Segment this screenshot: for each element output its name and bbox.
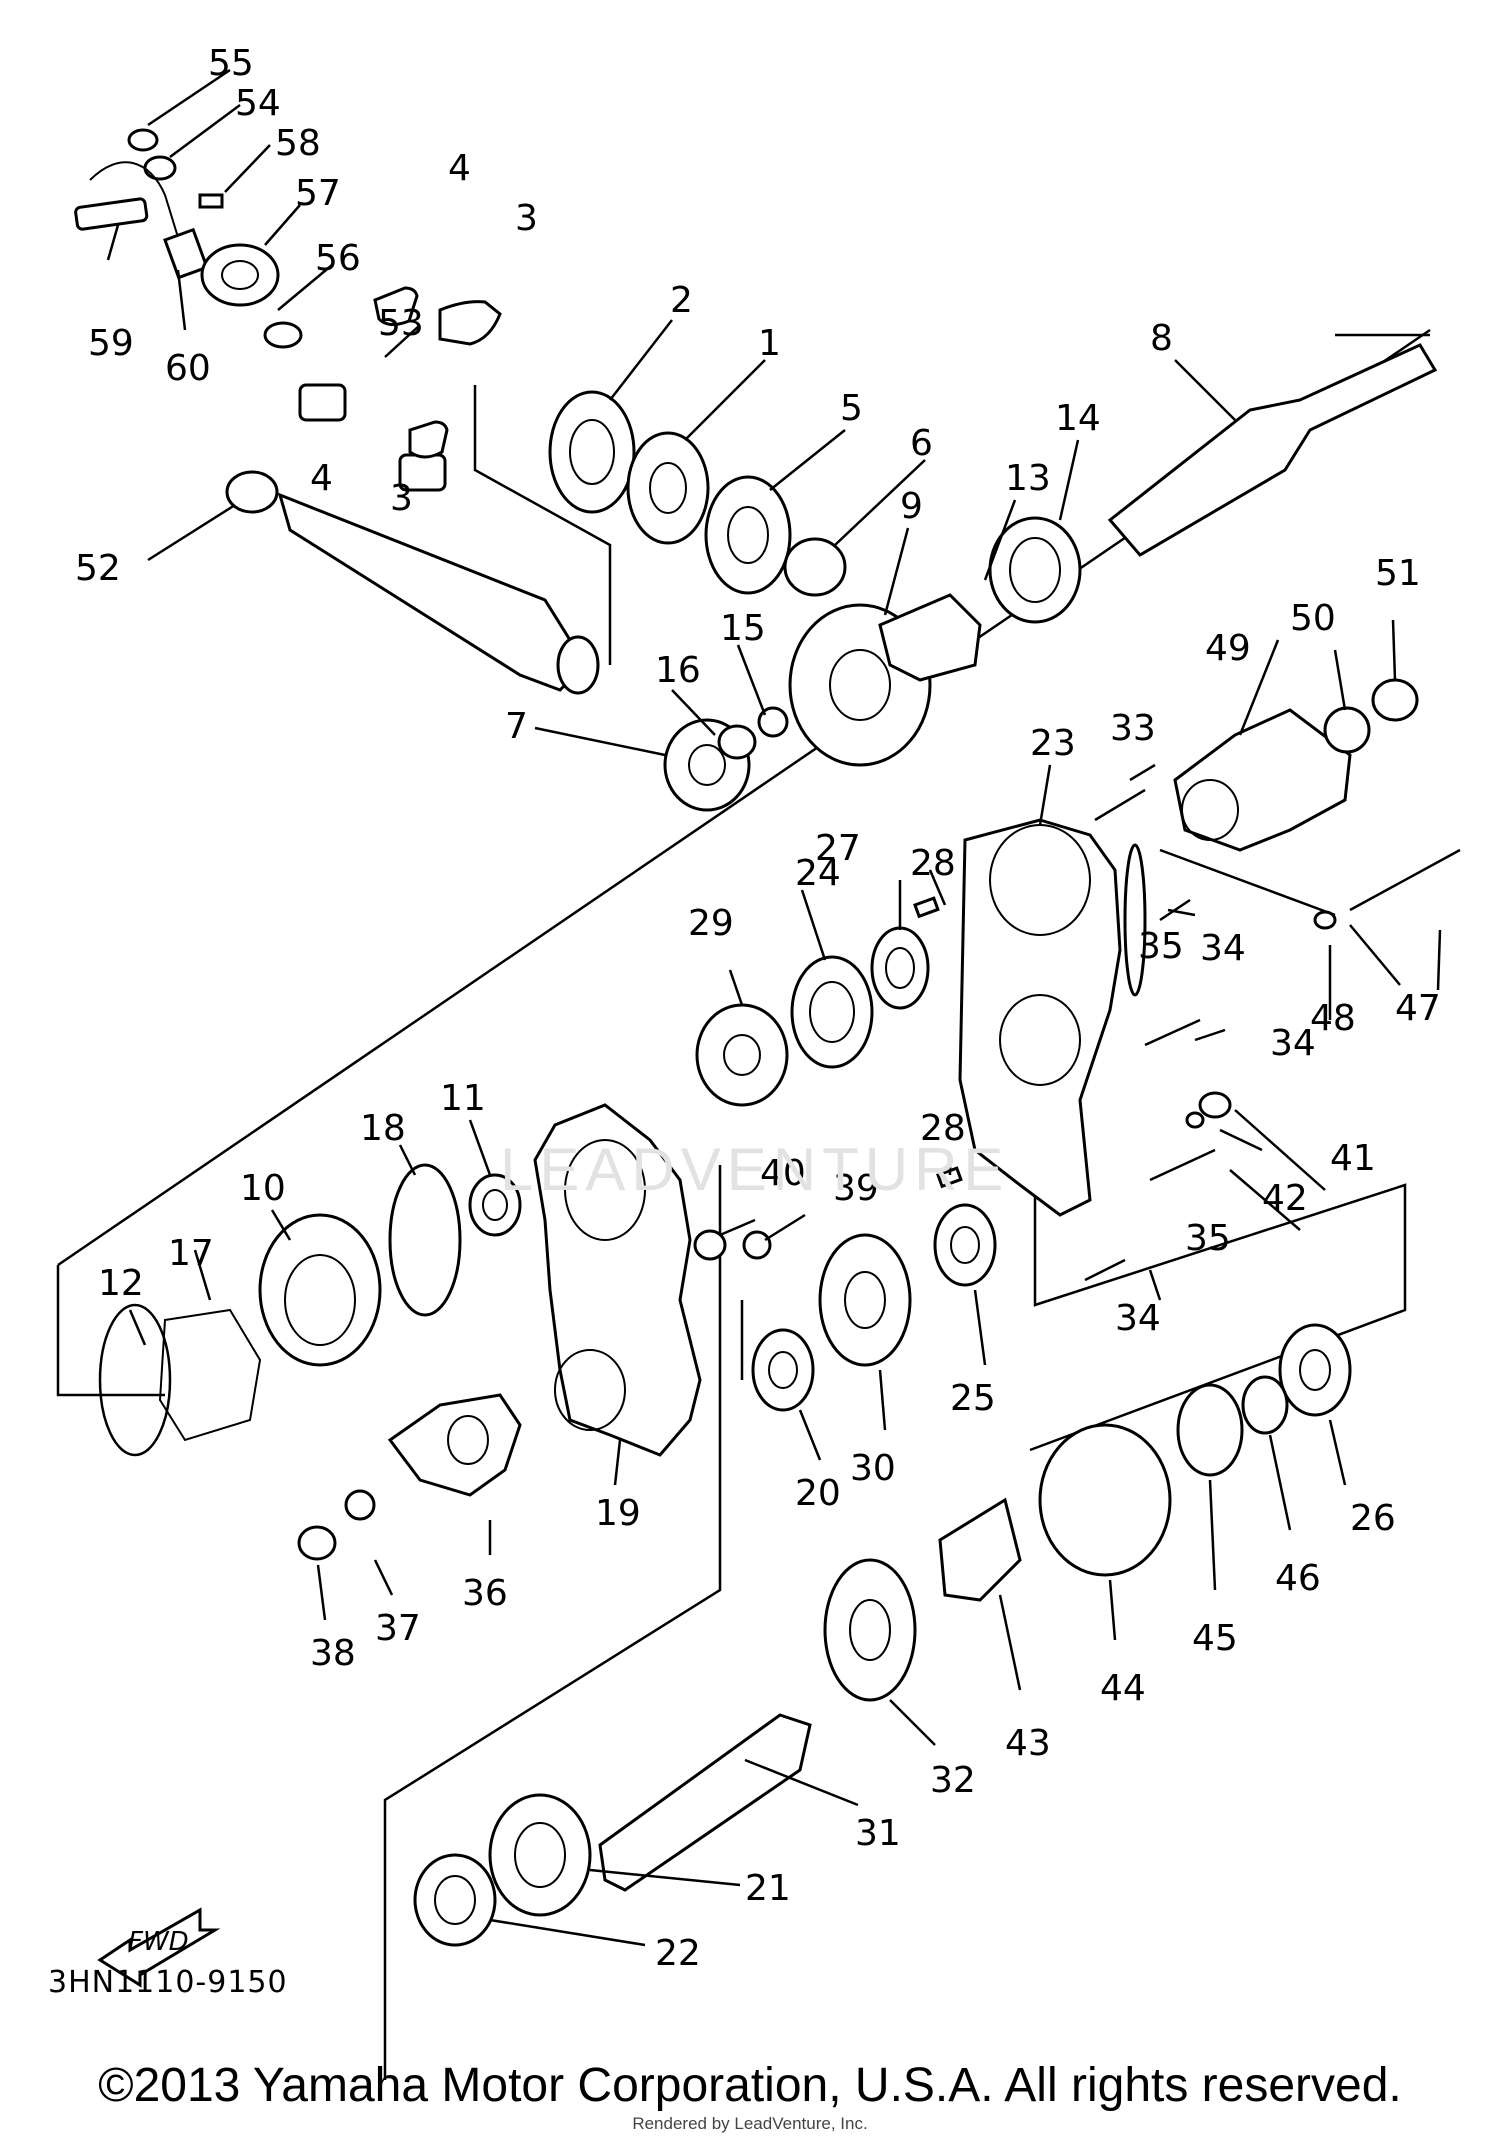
- callout-17: 17: [168, 1233, 214, 1274]
- copyright-notice: ©2013 Yamaha Motor Corporation, U.S.A. A…: [98, 2059, 1402, 2112]
- group-boundary-lines: [56, 328, 1431, 2080]
- callout-42: 42: [1262, 1178, 1308, 1219]
- callout-28b: 28: [920, 1108, 966, 1149]
- front-flange: [98, 1163, 462, 1457]
- fwd-arrow: FWD: [97, 1907, 221, 1988]
- callout-49: 49: [1205, 628, 1251, 669]
- callout-34: 34: [1200, 928, 1246, 969]
- callout-8: 8: [1150, 318, 1173, 359]
- callout-24: 24: [795, 853, 841, 894]
- front-yoke: [297, 1393, 522, 1561]
- watermark: LEADVENTURE: [500, 1136, 1009, 1203]
- callout-7: 7: [505, 706, 528, 747]
- callout-46: 46: [1275, 1558, 1321, 1599]
- callout-34b: 34: [1270, 1023, 1316, 1064]
- callout-16: 16: [655, 650, 701, 691]
- middle-gear-pack: [693, 926, 997, 1412]
- callout-27: 27: [815, 828, 861, 869]
- part-code: 3HN1110-9150: [48, 1965, 288, 2000]
- callout-26: 26: [1350, 1498, 1396, 1539]
- callout-47: 47: [1395, 988, 1441, 1029]
- callout-3b: 3: [390, 478, 413, 519]
- callout-6: 6: [910, 423, 933, 464]
- callout-38: 38: [310, 1633, 356, 1674]
- upper-gear-train: [548, 343, 1438, 812]
- input-shaft: [225, 470, 600, 695]
- callout-59: 59: [88, 323, 134, 364]
- callout-34c: 34: [1115, 1298, 1161, 1339]
- callout-29: 29: [688, 903, 734, 944]
- callout-40: 40: [760, 1153, 806, 1194]
- callout-53: 53: [378, 303, 424, 344]
- callout-55: 55: [208, 43, 254, 84]
- housing-cover: [958, 818, 1147, 1217]
- callout-57: 57: [295, 173, 341, 214]
- callout-11: 11: [440, 1078, 486, 1119]
- bolts: [913, 788, 1461, 1282]
- callout-44: 44: [1100, 1668, 1146, 1709]
- lower-gear-train: [413, 1323, 1352, 1947]
- callout-9: 9: [900, 486, 923, 527]
- callout-14: 14: [1055, 398, 1101, 439]
- callout-54: 54: [235, 83, 281, 124]
- callout-32: 32: [930, 1760, 976, 1801]
- callout-2: 2: [670, 280, 693, 321]
- shift-lever-assembly: [74, 128, 502, 492]
- callout-20: 20: [795, 1473, 841, 1514]
- callout-13: 13: [1005, 458, 1051, 499]
- callout-28: 28: [910, 843, 956, 884]
- callout-35: 35: [1138, 926, 1184, 967]
- callout-33: 33: [1110, 708, 1156, 749]
- render-credit: Rendered by LeadVenture, Inc.: [632, 2114, 868, 2133]
- callout-37: 37: [375, 1608, 421, 1649]
- callout-60: 60: [165, 348, 211, 389]
- callout-31: 31: [855, 1813, 901, 1854]
- callout-22: 22: [655, 1933, 701, 1974]
- callout-35b: 35: [1185, 1218, 1231, 1259]
- callout-5: 5: [840, 388, 863, 429]
- callout-45: 45: [1192, 1618, 1238, 1659]
- callout-23: 23: [1030, 723, 1076, 764]
- callout-43: 43: [1005, 1723, 1051, 1764]
- callout-4: 4: [448, 148, 471, 189]
- main-case: [468, 1103, 702, 1457]
- fwd-arrow-label: FWD: [128, 1927, 189, 1957]
- callout-12: 12: [98, 1263, 144, 1304]
- callout-18: 18: [360, 1108, 406, 1149]
- callout-4b: 4: [310, 458, 333, 499]
- callout-21: 21: [745, 1868, 791, 1909]
- callout-25: 25: [950, 1378, 996, 1419]
- callout-52: 52: [75, 548, 121, 589]
- callout-19: 19: [595, 1493, 641, 1534]
- callout-48: 48: [1310, 998, 1356, 1039]
- callout-56: 56: [315, 238, 361, 279]
- callout-30: 30: [850, 1448, 896, 1489]
- leader-lines: [106, 68, 1442, 1947]
- callout-15: 15: [720, 608, 766, 649]
- callout-36: 36: [462, 1573, 508, 1614]
- callout-1: 1: [758, 323, 781, 364]
- callout-41: 41: [1330, 1138, 1376, 1179]
- callout-10: 10: [240, 1168, 286, 1209]
- callout-58: 58: [275, 123, 321, 164]
- callout-39: 39: [833, 1168, 879, 1209]
- callout-numbers: 1 2 3 3 4 4 5 6 7 8 9 10 11 12 13 14 15 …: [75, 43, 1441, 1974]
- callout-3: 3: [515, 198, 538, 239]
- callout-50: 50: [1290, 598, 1336, 639]
- output-yoke: [1173, 678, 1419, 852]
- callout-51: 51: [1375, 553, 1421, 594]
